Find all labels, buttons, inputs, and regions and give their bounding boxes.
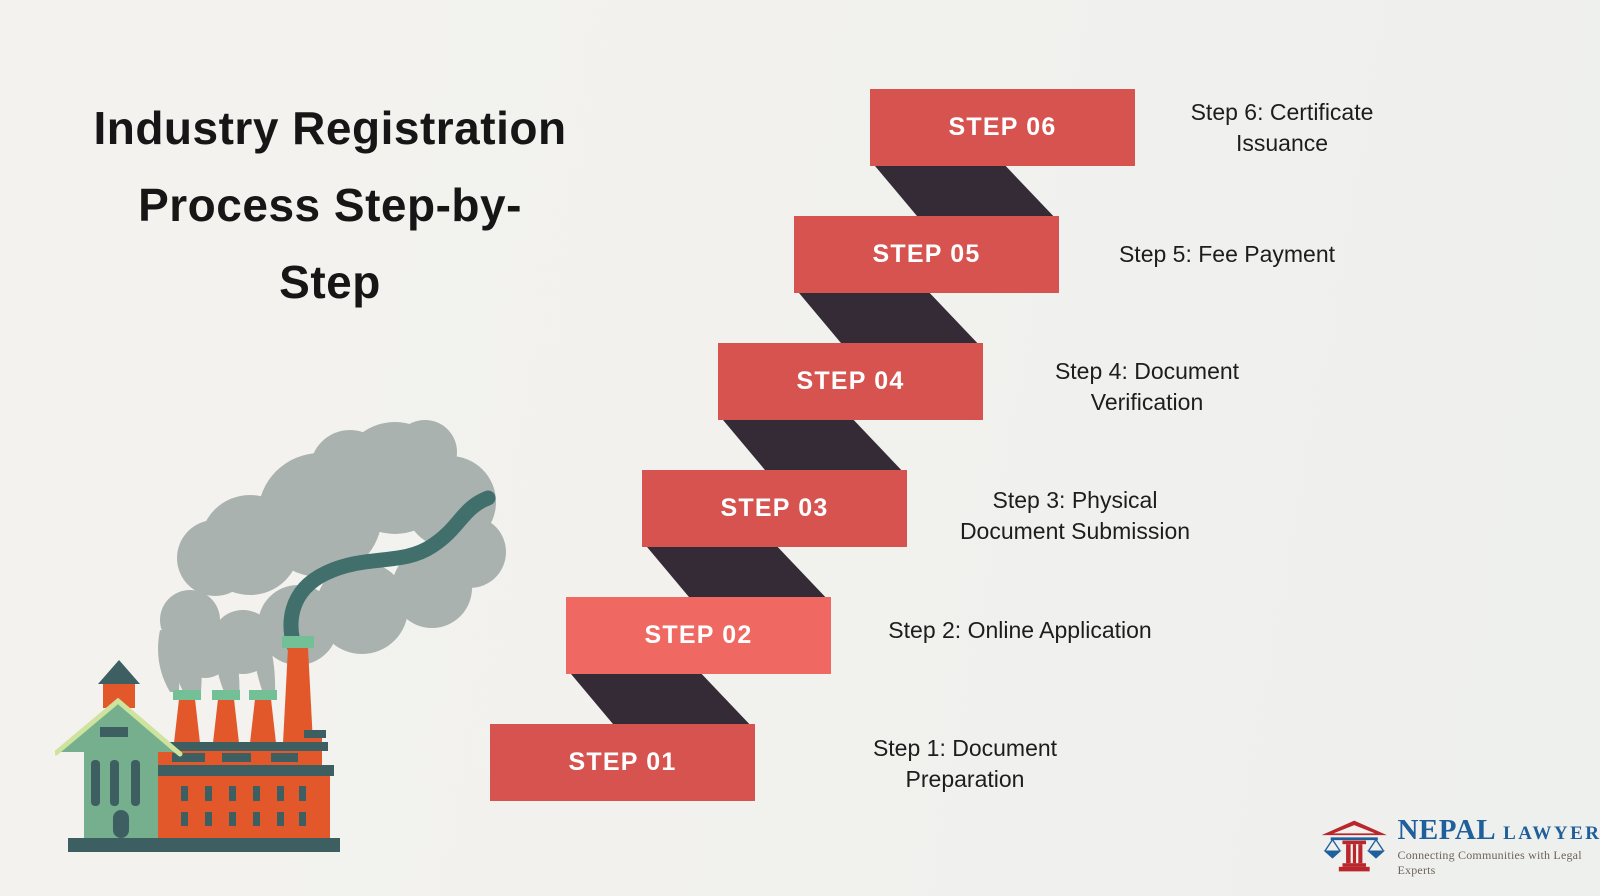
step-description-5: Step 5: Fee Payment <box>1119 239 1335 270</box>
step-connector-4-3 <box>718 414 907 476</box>
step-connector-3-2 <box>642 541 831 603</box>
step-description-2: Step 2: Online Application <box>888 615 1151 646</box>
smoke-swirl <box>283 490 496 664</box>
step-badge-6: STEP 06 <box>948 113 1057 141</box>
step-bar-3: STEP 03 <box>642 470 907 547</box>
step-bar-5: STEP 05 <box>794 216 1059 293</box>
step-bar-6: STEP 06 <box>870 89 1135 166</box>
brand-logo: NEPAL LAWYER Connecting Communities with… <box>1318 814 1600 878</box>
title-line-3: Step <box>279 256 381 308</box>
step-bar-4: STEP 04 <box>718 343 983 420</box>
step-description-3: Step 3: Physical Document Submission <box>960 485 1190 547</box>
brand-logo-text: NEPAL LAWYER Connecting Communities with… <box>1397 814 1600 878</box>
factory-illustration <box>55 420 506 852</box>
title-line-1: Industry Registration <box>93 102 567 154</box>
step-description-3-line-1: Step 3: Physical <box>992 487 1158 513</box>
step-connector-2-1 <box>566 668 755 730</box>
step-badge-5: STEP 05 <box>872 240 981 268</box>
title-line-2: Process Step-by- <box>138 179 522 231</box>
step-description-1-line-2: Preparation <box>905 766 1025 792</box>
page-title: Industry Registration Process Step-by- S… <box>30 90 630 321</box>
step-connector-5-4 <box>794 287 983 349</box>
step-description-1: Step 1: Document Preparation <box>873 733 1057 795</box>
factory-buildings <box>55 636 340 852</box>
step-bar-1: STEP 01 <box>490 724 755 801</box>
step-description-6: Step 6: Certificate Issuance <box>1191 97 1374 159</box>
brand-name-secondary: LAWYER <box>1503 823 1600 844</box>
scales-of-justice-temple-icon <box>1321 820 1387 872</box>
smoke-cloud-icon <box>158 420 506 700</box>
step-badge-1: STEP 01 <box>568 748 677 776</box>
step-description-4-line-2: Verification <box>1090 389 1204 415</box>
step-description-4: Step 4: Document Verification <box>1055 356 1239 418</box>
step-connector-6-5 <box>870 160 1059 222</box>
step-description-2-line-1: Step 2: Online Application <box>888 617 1152 643</box>
step-description-5-line-1: Step 5: Fee Payment <box>1118 241 1336 267</box>
step-bar-2: STEP 02 <box>566 597 831 674</box>
brand-name-primary: NEPAL <box>1397 814 1497 846</box>
step-description-1-line-1: Step 1: Document <box>872 735 1058 761</box>
brand-tagline: Connecting Communities with Legal Expert… <box>1397 848 1582 877</box>
step-badge-4: STEP 04 <box>796 367 905 395</box>
step-badge-3: STEP 03 <box>720 494 829 522</box>
step-description-6-line-1: Step 6: Certificate <box>1190 99 1374 125</box>
step-badge-2: STEP 02 <box>644 621 753 649</box>
step-description-3-line-2: Document Submission <box>959 518 1191 544</box>
step-description-4-line-1: Step 4: Document <box>1054 358 1240 384</box>
step-description-6-line-2: Issuance <box>1235 130 1329 156</box>
